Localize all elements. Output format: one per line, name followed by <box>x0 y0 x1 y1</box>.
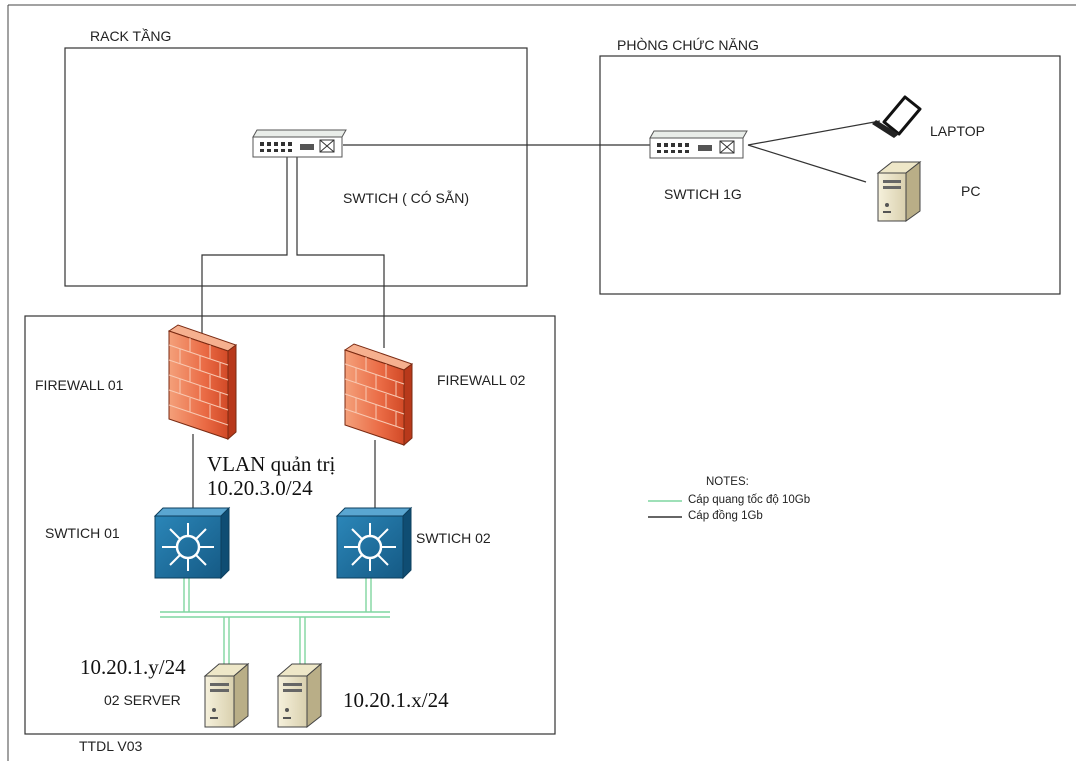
core-switch-label: SWTICH ( CÓ SẴN) <box>343 190 469 206</box>
room-zone-label: PHÒNG CHỨC NĂNG <box>617 37 759 53</box>
legend-fiber-label: Cáp quang tốc độ 10Gb <box>688 494 811 506</box>
legend-title: NOTES: <box>706 476 749 488</box>
vlan-subnet-label: 10.20.3.0/24 <box>207 476 313 500</box>
servers-label: 02 SERVER <box>104 692 181 708</box>
firewall-2-label: FIREWALL 02 <box>437 372 526 388</box>
pc-icon <box>876 160 922 222</box>
pc-label: PC <box>961 183 981 199</box>
switch-1-label: SWTICH 01 <box>45 525 120 541</box>
fiber-links <box>160 575 390 666</box>
server-1-icon <box>203 662 250 729</box>
room-switch-icon <box>649 130 748 159</box>
laptop-icon <box>872 95 922 138</box>
dc-zone-box <box>24 315 556 735</box>
laptop-label: LAPTOP <box>930 123 985 139</box>
firewall-1-icon <box>167 324 238 441</box>
vlan-name-label: VLAN quản trị <box>207 452 336 476</box>
dc-zone-label: TTDL V03 <box>79 738 143 754</box>
legend-copper-label: Cáp đồng 1Gb <box>688 510 763 522</box>
core-switch-icon <box>252 129 347 158</box>
server-ip-y-label: 10.20.1.y/24 <box>80 655 186 679</box>
l3-switch-1-icon <box>153 506 231 580</box>
switch-2-label: SWTICH 02 <box>416 530 491 546</box>
firewall-2-icon <box>343 343 414 447</box>
l3-switch-2-icon <box>335 506 413 580</box>
server-2-icon <box>276 662 323 729</box>
rack-zone-label: RACK TẦNG <box>90 28 172 44</box>
copper-links <box>192 120 881 512</box>
room-zone-box <box>599 55 1061 295</box>
server-ip-x-label: 10.20.1.x/24 <box>343 688 449 712</box>
firewall-1-label: FIREWALL 01 <box>35 377 124 393</box>
room-switch-label: SWTICH 1G <box>664 186 742 202</box>
rack-zone-box <box>64 47 528 287</box>
